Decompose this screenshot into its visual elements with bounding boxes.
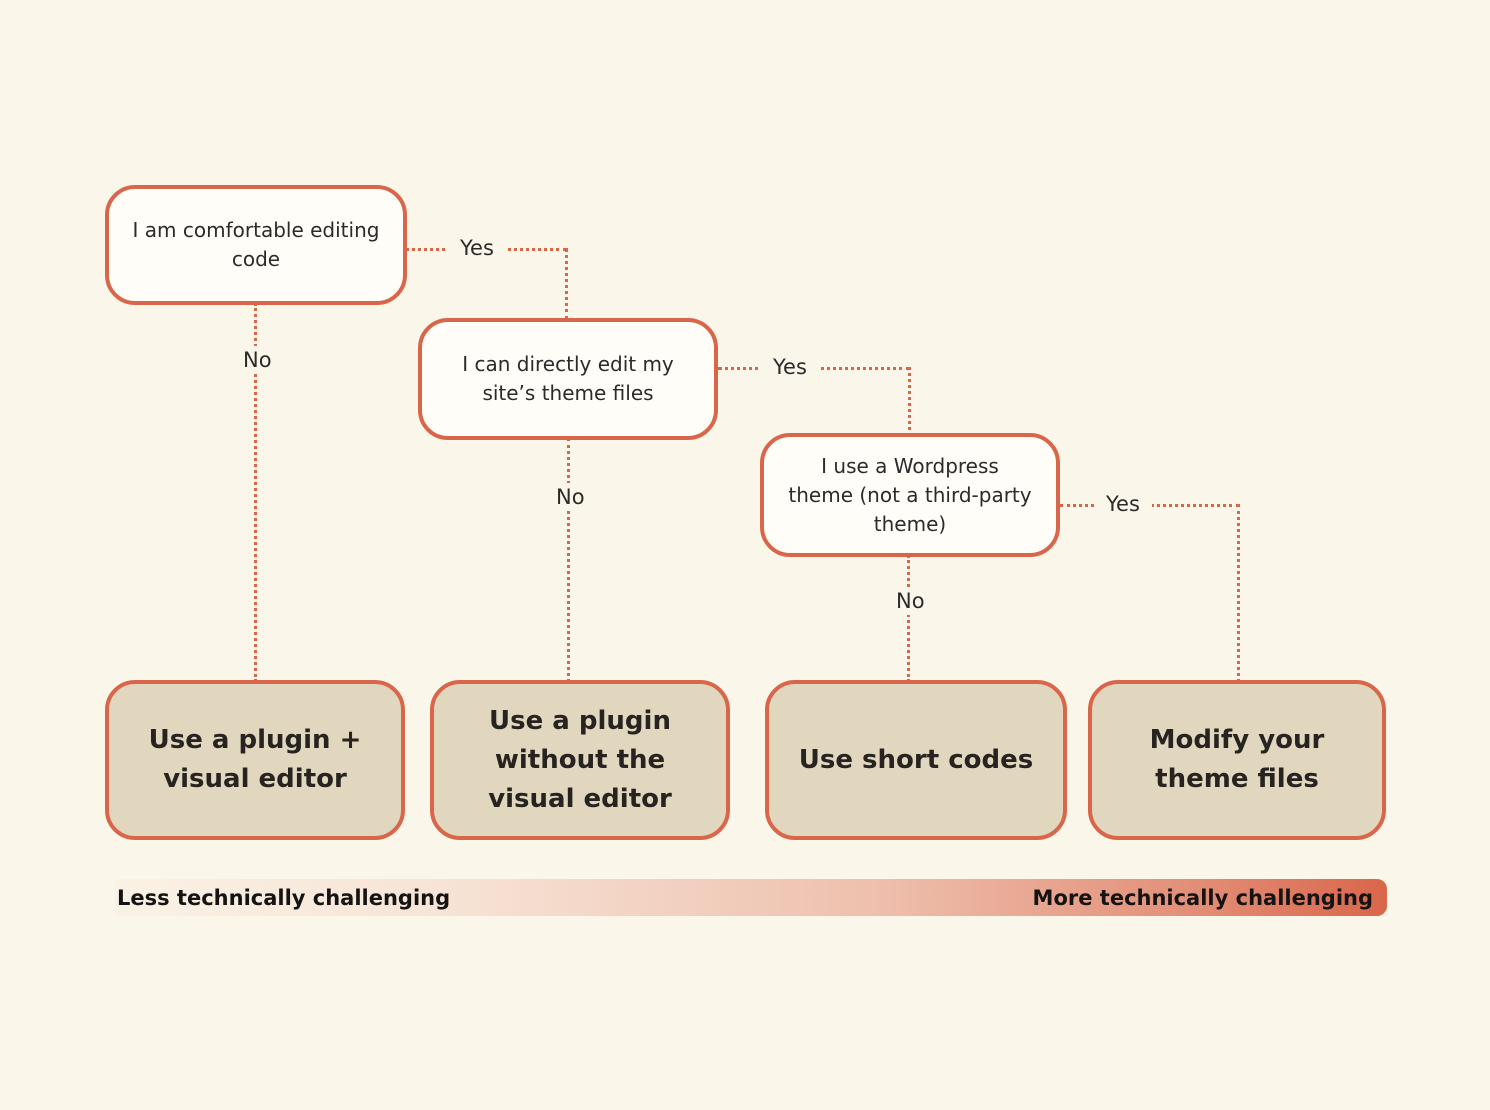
edge-label-yes: Yes	[761, 353, 819, 381]
scale-label-less-challenging: Less technically challenging	[117, 885, 451, 910]
outcome-node-short-codes: Use short codes	[765, 680, 1067, 840]
edge-label-no: No	[544, 483, 597, 511]
connector-d1-yes-vertical	[565, 248, 568, 320]
decision-label: I am comfortable editing code	[132, 218, 380, 271]
connector-d3-yes-vertical	[1237, 504, 1240, 682]
outcome-node-plugin-visual-editor: Use a plugin + visual editor	[105, 680, 405, 840]
edge-label-no: No	[231, 346, 284, 374]
scale-label-more-challenging: More technically challenging	[1032, 885, 1373, 910]
connector-d1-no-vertical	[254, 303, 257, 682]
edge-label-yes: Yes	[1094, 490, 1152, 518]
decision-node-comfortable-editing-code: I am comfortable editing code	[105, 185, 407, 305]
connector-d2-yes-vertical	[908, 367, 911, 436]
decision-node-wordpress-theme: I use a Wordpress theme (not a third-par…	[760, 433, 1060, 557]
outcome-node-modify-theme-files: Modify your theme files	[1088, 680, 1386, 840]
decision-label: I can directly edit my site’s theme file…	[462, 352, 674, 405]
decision-node-edit-theme-files: I can directly edit my site’s theme file…	[418, 318, 718, 440]
outcome-label: Use a plugin without the visual editor	[488, 705, 672, 814]
connector-d2-no-vertical	[567, 438, 570, 682]
outcome-node-plugin-no-visual-editor: Use a plugin without the visual editor	[430, 680, 730, 840]
outcome-label: Use short codes	[798, 744, 1034, 775]
decision-label: I use a Wordpress theme (not a third-par…	[788, 453, 1032, 536]
outcome-label: Modify your theme files	[1149, 725, 1325, 794]
edge-label-no: No	[884, 587, 937, 615]
outcome-label: Use a plugin + visual editor	[148, 725, 362, 794]
difficulty-scale-bar: Less technically challenging More techni…	[115, 879, 1387, 916]
edge-label-yes: Yes	[448, 234, 506, 262]
connector-d3-no-vertical	[907, 555, 910, 682]
